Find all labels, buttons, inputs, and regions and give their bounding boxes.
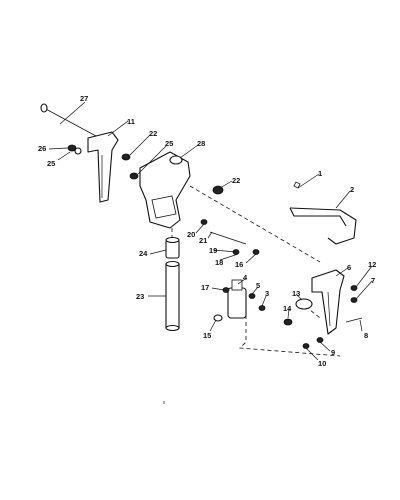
callout-24: 24 bbox=[139, 249, 148, 258]
callout-21: 21 bbox=[199, 236, 207, 245]
small-pin bbox=[200, 219, 247, 245]
callout-7: 7 bbox=[371, 276, 375, 285]
callout-25-center: 25 bbox=[165, 139, 173, 148]
callout-26: 26 bbox=[38, 144, 46, 153]
callout-22-right: 22 bbox=[232, 176, 240, 185]
tube bbox=[165, 260, 180, 332]
callout-labels: 27 26 25 11 22 25 28 22 1 2 20 21 19 18 … bbox=[38, 94, 376, 368]
callout-16: 16 bbox=[235, 260, 243, 269]
callout-19: 19 bbox=[209, 246, 217, 255]
callout-12: 12 bbox=[368, 260, 376, 269]
right-bolts bbox=[302, 285, 363, 349]
callout-14: 14 bbox=[283, 304, 292, 313]
left-clamp-bracket bbox=[87, 131, 119, 203]
callout-4: 4 bbox=[243, 273, 248, 282]
callout-5: 5 bbox=[256, 281, 260, 290]
washer-plate bbox=[283, 298, 313, 326]
nut-center-top bbox=[121, 153, 139, 180]
wire-clip bbox=[293, 181, 301, 189]
long-bolt bbox=[40, 103, 97, 137]
right-clamp-bracket bbox=[311, 269, 345, 335]
callout-15: 15 bbox=[203, 331, 211, 340]
callout-27: 27 bbox=[80, 94, 88, 103]
alignment-lines bbox=[171, 185, 341, 357]
callout-9: 9 bbox=[331, 348, 335, 357]
callout-13: 13 bbox=[292, 289, 300, 298]
callout-23: 23 bbox=[136, 292, 144, 301]
callout-3: 3 bbox=[265, 289, 269, 298]
callout-28: 28 bbox=[197, 139, 205, 148]
washers-3-5 bbox=[248, 293, 266, 311]
leader-lines bbox=[48, 101, 373, 361]
tilt-rod bbox=[289, 207, 357, 245]
bolt-set-center bbox=[232, 249, 260, 255]
callout-25-left: 25 bbox=[47, 159, 55, 168]
callout-11: 11 bbox=[127, 117, 135, 126]
callout-18: 18 bbox=[215, 258, 223, 267]
callout-6: 6 bbox=[347, 263, 351, 272]
swivel-bracket bbox=[139, 151, 191, 229]
washer-nut-left bbox=[67, 144, 82, 155]
cylinder-sleeve bbox=[165, 236, 180, 259]
callout-8: 8 bbox=[364, 331, 368, 340]
callout-1: 1 bbox=[318, 169, 322, 178]
trim-cylinder bbox=[213, 279, 247, 322]
callout-10: 10 bbox=[318, 359, 326, 368]
callout-17: 17 bbox=[201, 283, 209, 292]
callout-2: 2 bbox=[350, 185, 354, 194]
callout-22-upper: 22 bbox=[149, 129, 157, 138]
callout-20: 20 bbox=[187, 230, 195, 239]
